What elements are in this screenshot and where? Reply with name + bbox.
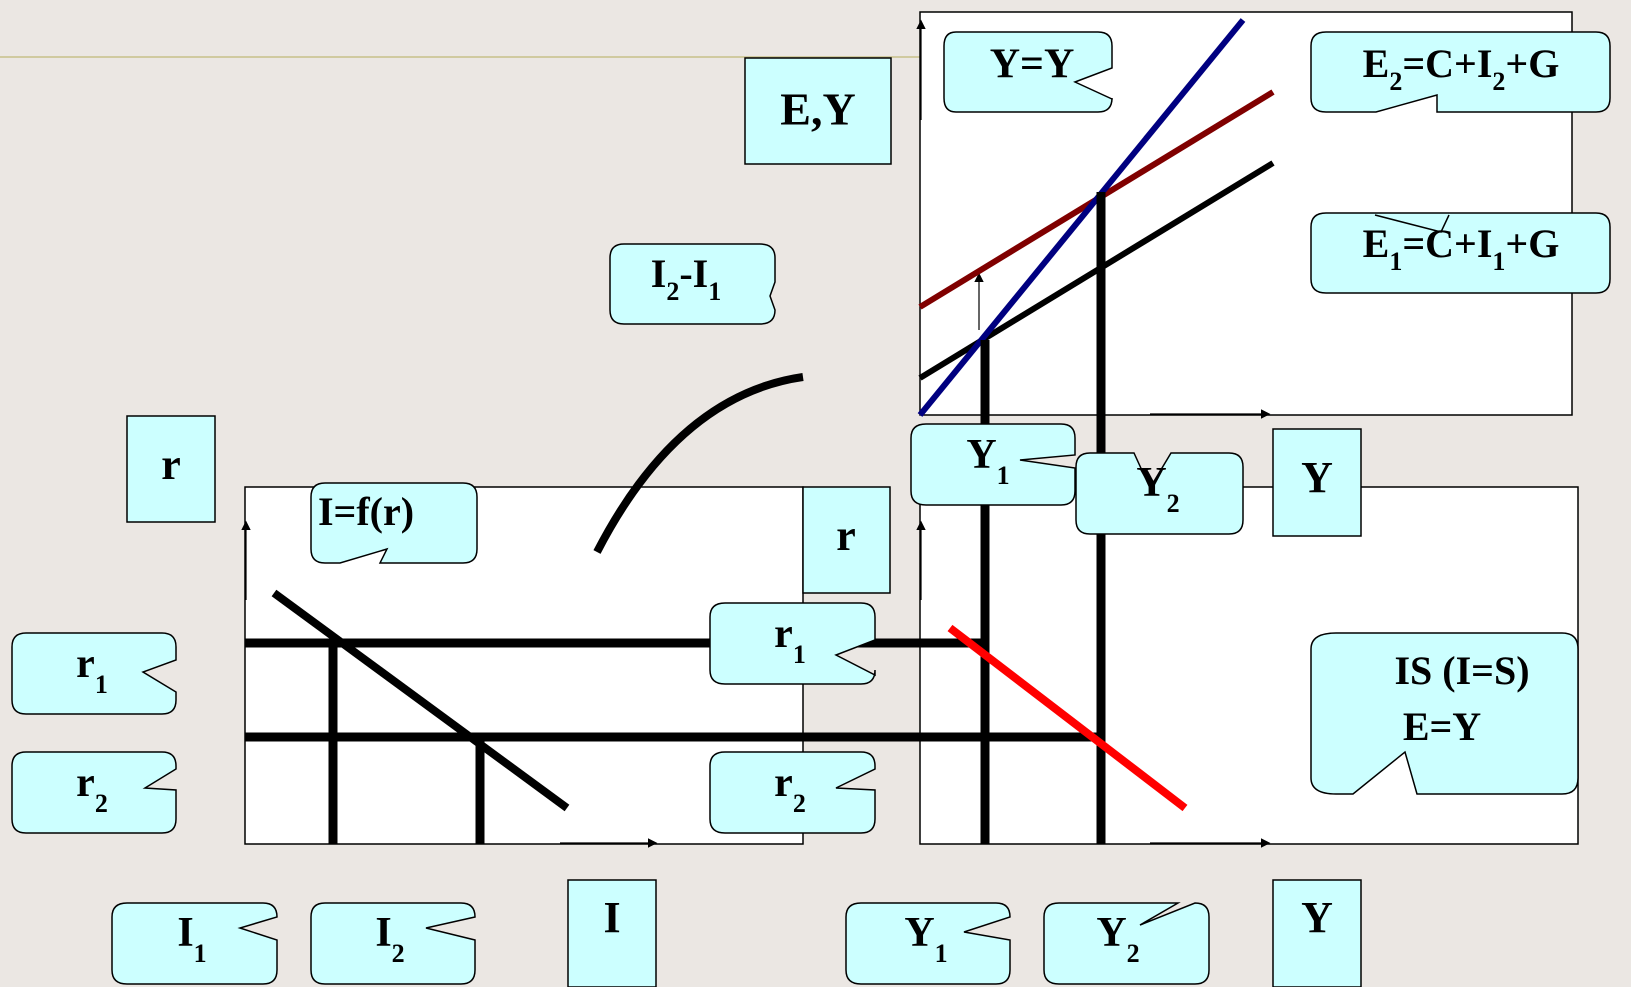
callout-r1-mid: r1 — [709, 602, 876, 685]
svg-text:IS (I=S): IS (I=S) — [1394, 648, 1529, 693]
axis-label-i: I — [567, 879, 657, 987]
svg-text:Y: Y — [1301, 893, 1333, 942]
svg-text:E,Y: E,Y — [780, 84, 855, 135]
investment-demand-line — [271, 589, 570, 812]
callout-y2-bottom: Y2 — [1043, 902, 1210, 985]
axis-label-r-left: r — [126, 415, 216, 523]
svg-text:I2-I1: I2-I1 — [651, 251, 721, 306]
svg-text:E=Y: E=Y — [1403, 704, 1481, 749]
svg-text:r2: r2 — [774, 760, 806, 818]
svg-text:Y2: Y2 — [1096, 910, 1139, 968]
svg-text:r1: r1 — [774, 611, 806, 669]
svg-text:Y2: Y2 — [1136, 460, 1179, 518]
axis-label-y-bottom: Y — [1272, 879, 1362, 987]
svg-text:r: r — [161, 440, 181, 489]
svg-text:I2: I2 — [375, 910, 404, 968]
svg-text:E1=C+I1+G: E1=C+I1+G — [1363, 221, 1560, 276]
svg-text:Y: Y — [1301, 453, 1333, 502]
callout-r2-mid: r2 — [709, 751, 876, 834]
callout-i-difference: I2-I1 — [609, 243, 776, 325]
callout-is-curve: IS (I=S) E=Y — [1310, 632, 1579, 795]
svg-text:I1: I1 — [177, 910, 206, 968]
svg-text:Y1: Y1 — [966, 432, 1009, 490]
callout-investment-function: I=f(r) — [310, 482, 478, 564]
callout-y1-bottom: Y1 — [845, 902, 1011, 985]
y-equals-y-line — [917, 18, 1246, 417]
svg-text:E2=C+I2+G: E2=C+I2+G — [1363, 41, 1560, 96]
callout-e1: E1=C+I1+G — [1310, 212, 1611, 294]
svg-text:Y1: Y1 — [904, 910, 947, 968]
svg-text:r: r — [836, 511, 856, 560]
svg-text:r1: r1 — [76, 641, 108, 699]
axis-label-y-top: Y — [1272, 428, 1362, 537]
svg-text:I=f(r): I=f(r) — [318, 489, 414, 534]
callout-r2-left: r2 — [11, 751, 177, 834]
svg-text:r2: r2 — [76, 760, 108, 818]
svg-text:I: I — [603, 893, 620, 942]
connector-curve — [593, 373, 804, 554]
callout-i1: I1 — [111, 902, 278, 985]
axis-label-ey: E,Y — [744, 57, 892, 165]
is-curve-line — [947, 624, 1188, 812]
svg-text:Y=Y: Y=Y — [990, 42, 1075, 88]
callout-r1-left: r1 — [11, 632, 177, 715]
callout-i2: I2 — [310, 902, 476, 985]
axis-label-r-mid: r — [802, 486, 891, 594]
callout-y-equals-y: Y=Y — [943, 31, 1113, 113]
callout-y1-top: Y1 — [910, 423, 1076, 506]
callout-y2-top: Y2 — [1075, 452, 1244, 535]
callout-e2: E2=C+I2+G — [1310, 31, 1611, 113]
